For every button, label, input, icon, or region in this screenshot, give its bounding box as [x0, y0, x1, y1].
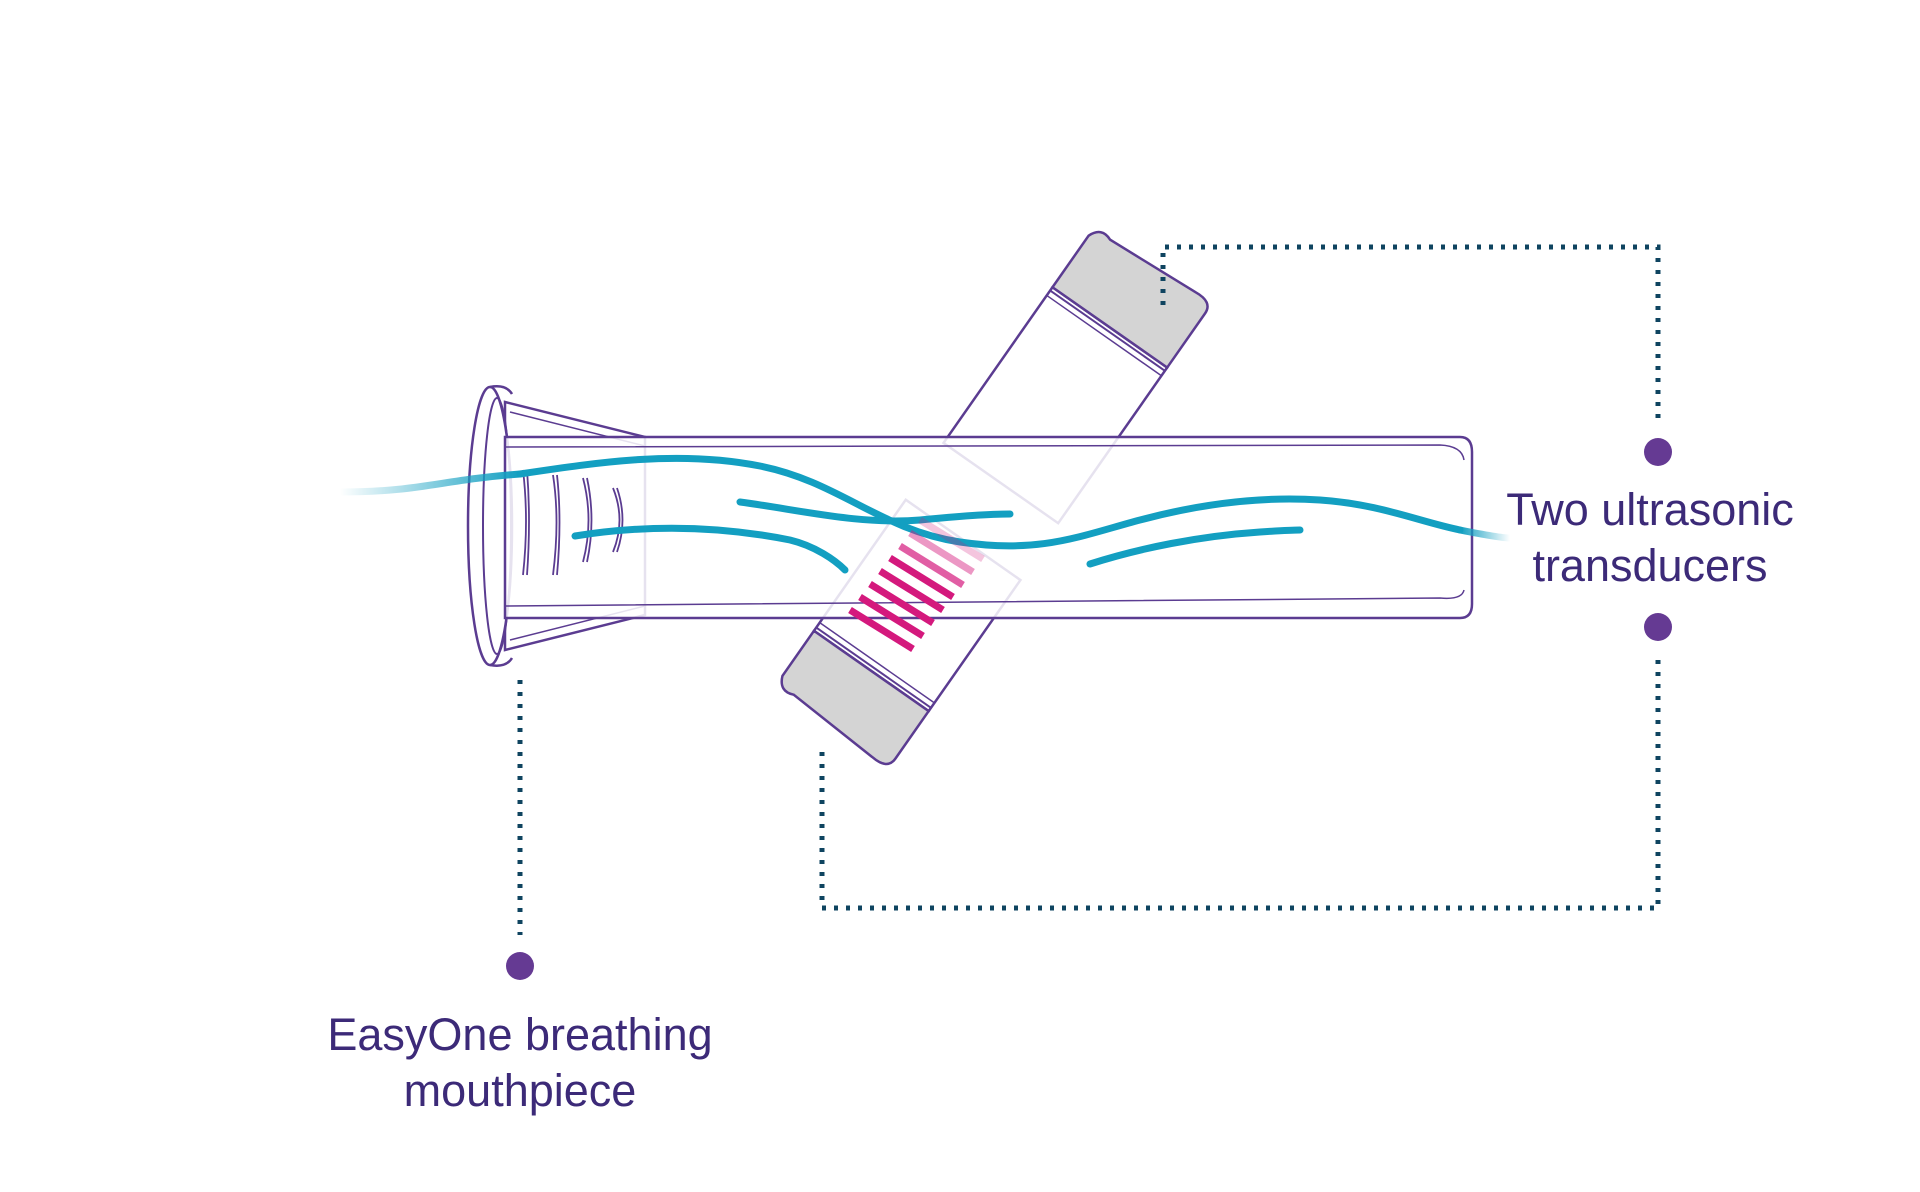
- lower-transducer-cap: [780, 629, 931, 766]
- ultrasonic-signal: [848, 517, 985, 652]
- mouthpiece-label: EasyOne breathing mouthpiece: [260, 1007, 780, 1119]
- wave-main: [516, 454, 1464, 550]
- transducers-label-line-1: Two ultrasonic: [1506, 484, 1794, 535]
- mouthpiece-marker: [506, 952, 534, 980]
- mouthpiece-label-line-1: EasyOne breathing: [327, 1009, 713, 1060]
- leader-lines: [517, 244, 1661, 935]
- flow-tube: [503, 435, 1474, 620]
- upper-transducer-cap: [1050, 230, 1209, 370]
- lower-transducer-leader: [819, 660, 1661, 911]
- wave-lower: [571, 524, 849, 574]
- upper-transducer-leader: [1160, 244, 1661, 420]
- mouthpiece-lens-marks: [522, 469, 624, 576]
- wave-lower-right: [1086, 526, 1304, 568]
- transducers-label-line-2: transducers: [1532, 540, 1768, 591]
- mouthpiece-label-line-2: mouthpiece: [403, 1065, 637, 1116]
- wave-upper-mid: [736, 498, 1014, 525]
- wave-incoming: [336, 470, 524, 496]
- wave-outgoing: [1456, 526, 1514, 542]
- transducer-marker-top: [1644, 438, 1672, 466]
- transducer-marker-bottom: [1644, 613, 1672, 641]
- transducers-label: Two ultrasonic transducers: [1440, 482, 1860, 594]
- airflow-waves: [336, 454, 1514, 574]
- flow-tube-body: [503, 435, 1474, 620]
